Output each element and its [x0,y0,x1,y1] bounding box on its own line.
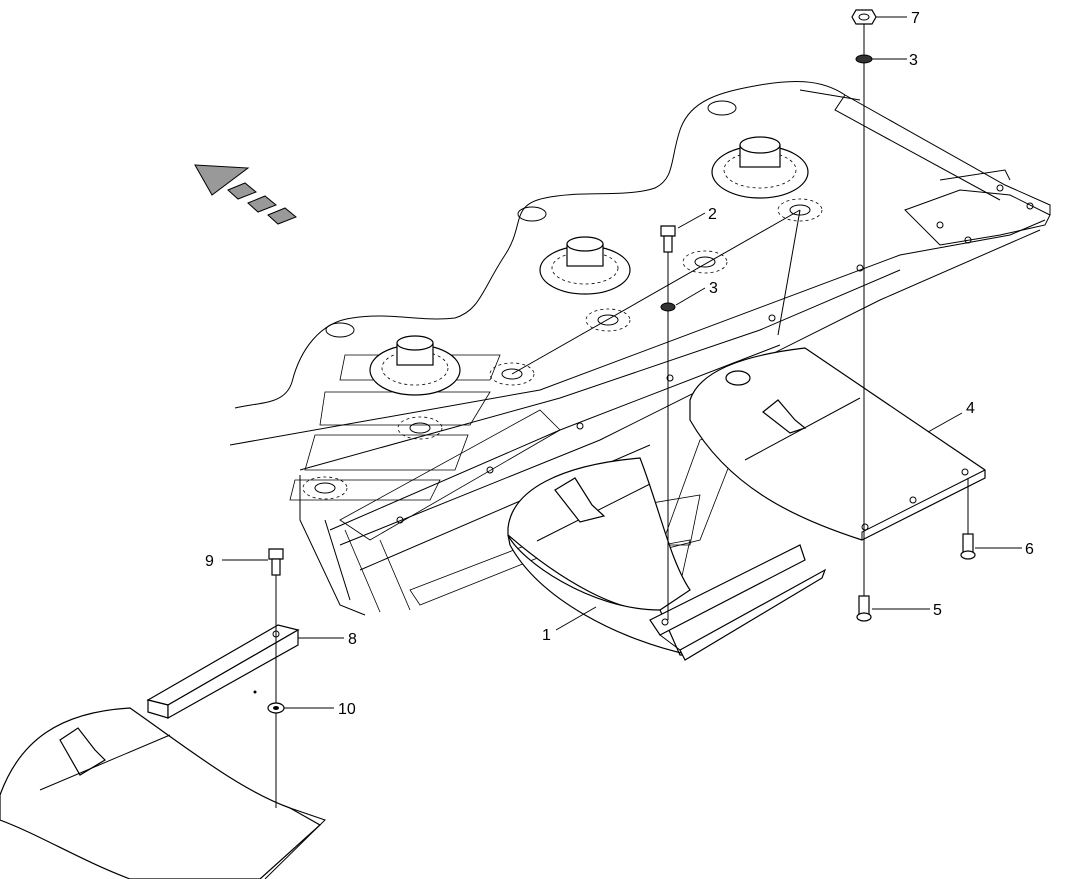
washer-icon [267,702,285,714]
round-pads [302,198,823,500]
nut-icon [851,9,877,25]
callout-9: 9 [205,553,214,570]
callout-10: 10 [338,701,356,718]
skid-plate-lower-left [0,707,326,879]
callout-3-top: 3 [909,52,918,69]
callout-4: 4 [966,400,975,417]
bolt-icon [660,225,676,253]
callout-2: 2 [708,206,717,223]
hardware [222,9,1022,808]
callout-7: 7 [911,10,920,27]
bolt-icon [268,548,284,576]
disc-hub-3 [369,335,461,396]
callouts: 7 3 2 3 4 6 5 1 9 8 10 [205,10,1034,718]
skid-plate-front [507,457,827,661]
washer-icon [855,54,873,64]
direction-arrow-icon [194,164,297,225]
wear-strip [146,624,300,720]
callout-5: 5 [933,602,942,619]
disc-hubs [369,136,809,396]
callout-3-center: 3 [709,280,718,297]
callout-1: 1 [542,627,551,644]
disc-hub-2 [539,236,631,295]
skid-plate-right [689,347,986,541]
washer-icon [660,302,676,312]
bolt-icon [960,533,976,560]
callout-8: 8 [348,631,357,648]
callout-6: 6 [1025,541,1034,558]
bolt-icon [856,595,872,622]
disc-hub-1 [711,136,809,199]
